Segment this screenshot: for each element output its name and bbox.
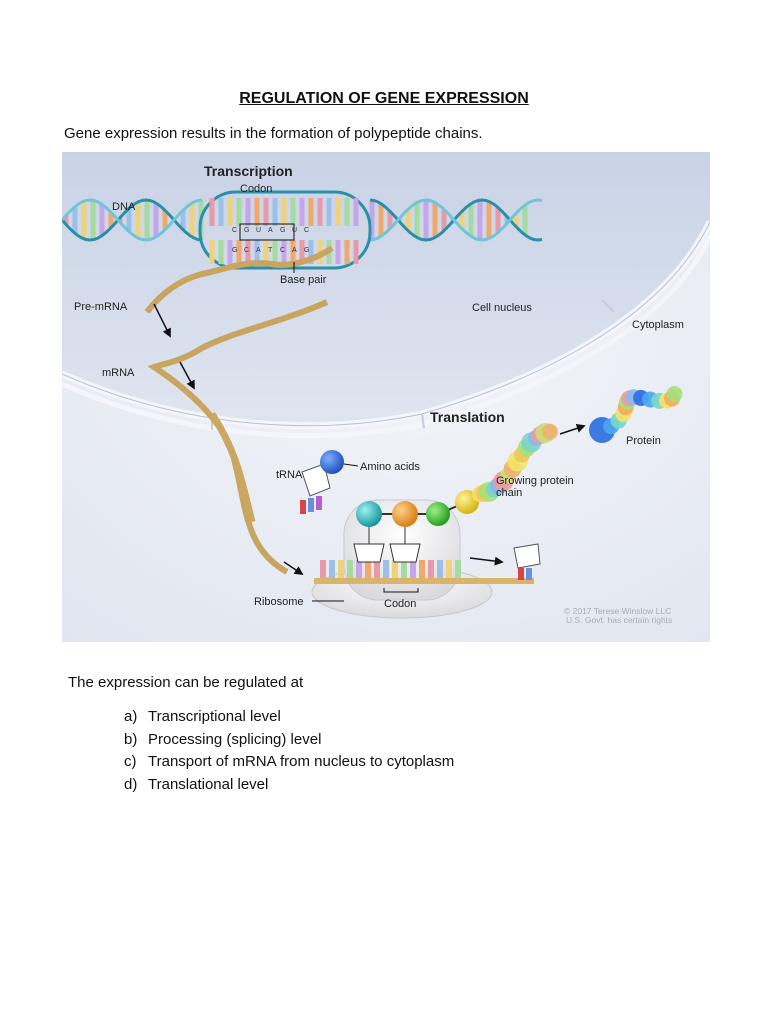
list-item: c) Transport of mRNA from nucleus to cyto… [124, 751, 454, 774]
export-arrow [179, 361, 195, 390]
mrna-label: mRNA [102, 367, 135, 379]
base-letter: G [304, 247, 309, 254]
cell-nucleus [62, 152, 710, 426]
base-letter: C [244, 247, 249, 254]
base-letter: C [280, 247, 285, 254]
base-letter: U [292, 227, 297, 234]
list-item: d) Translational level [124, 774, 454, 797]
amino-acid-teal [356, 501, 382, 527]
base-letter: A [292, 247, 297, 254]
list-item: a) Transcriptional level [124, 706, 454, 729]
amino-acid-blue [320, 450, 344, 474]
processing-arrow [153, 303, 171, 338]
amino-acid-green [426, 502, 450, 526]
base-letter: G [244, 227, 249, 234]
credit-line-2: U.S. Govt. has certain rights [566, 615, 672, 625]
mrna-strand [147, 299, 329, 575]
protein [589, 386, 683, 443]
intro-text: Gene expression results in the formation… [64, 125, 483, 142]
list-item-text: Processing (splicing) level [148, 730, 322, 748]
pre-mrna-label: Pre-mRNA [74, 301, 128, 313]
list-item-text: Translational level [148, 775, 269, 793]
list-marker: d) [124, 775, 138, 793]
growing-chain-label-1: Growing protein [496, 475, 574, 487]
base-letter: G [232, 247, 237, 254]
base-letter: A [256, 247, 261, 254]
pre-mrna-strand [144, 245, 334, 314]
amino-acids-label: Amino acids [360, 461, 420, 473]
growing-chain-label-2: chain [496, 487, 522, 499]
trna-label: tRNA [276, 469, 303, 481]
codon-label-bottom: Codon [384, 598, 416, 610]
list-marker: b) [124, 730, 138, 748]
codon-bars [320, 560, 461, 578]
ribosome-label: Ribosome [254, 596, 304, 608]
base-letter: U [256, 227, 261, 234]
dna-label: DNA [112, 201, 136, 213]
regulation-lead-text: The expression can be regulated at [68, 674, 304, 691]
list-item-text: Transcriptional level [148, 708, 281, 725]
list-marker: c) [124, 753, 137, 770]
base-letter: C [304, 227, 309, 234]
base-letter: G [280, 227, 285, 234]
regulation-levels-list: a) Transcriptional level b) Processing (sp… [124, 706, 454, 796]
to-ribosome-arrow [283, 561, 304, 575]
list-marker: a) [124, 708, 138, 725]
base-letter: T [268, 247, 273, 254]
base-letter: A [268, 227, 273, 234]
codon-label-top: Codon [240, 183, 272, 195]
transcription-heading: Transcription [204, 163, 293, 179]
growing-protein-chain [472, 422, 558, 503]
amino-acid-orange [392, 501, 418, 527]
list-item: b) Processing (splicing) level [124, 729, 454, 752]
to-protein-arrow [559, 424, 586, 435]
dna-helix [62, 198, 543, 242]
translation-heading: Translation [430, 409, 505, 425]
credit-line-1: © 2017 Terese Winslow LLC [564, 606, 671, 616]
trna-release-arrow [469, 556, 504, 566]
trna-released [513, 543, 541, 580]
cytoplasm-label: Cytoplasm [632, 319, 684, 331]
cell-nucleus-label: Cell nucleus [472, 302, 532, 314]
trna-incoming [300, 463, 331, 514]
mrna-on-ribosome [314, 578, 534, 584]
list-item-text: Transport of mRNA from nucleus to cytopl… [148, 753, 455, 770]
base-letter: C [232, 227, 237, 234]
page-title: REGULATION OF GENE EXPRESSION [239, 90, 529, 107]
base-pair-label: Base pair [280, 274, 327, 286]
protein-label: Protein [626, 435, 661, 447]
